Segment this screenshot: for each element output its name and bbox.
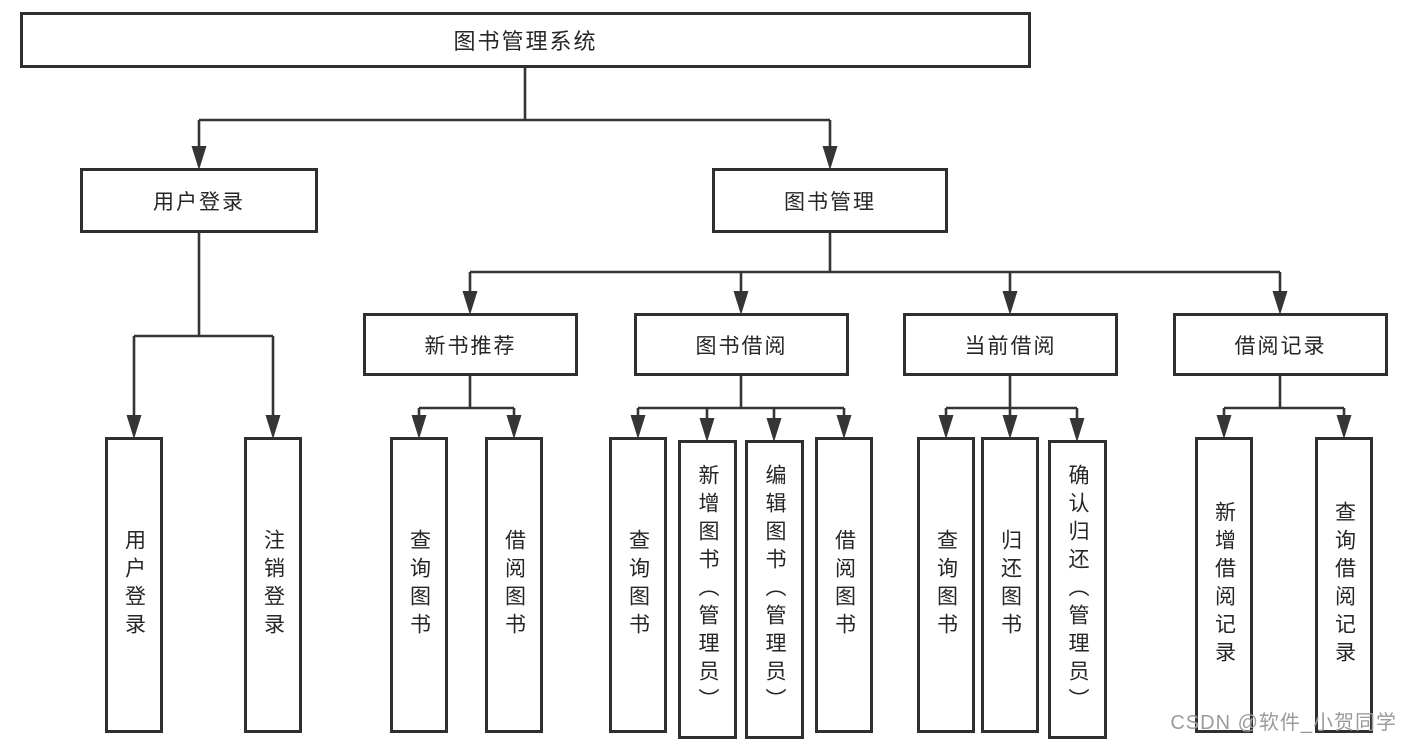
leaf-query-books-current-label: 查询图书 [934, 529, 958, 641]
leaf-add-books-admin: 新增图书（管理员） [678, 440, 737, 739]
leaf-borrow-books-recommend: 借阅图书 [485, 437, 543, 733]
leaf-confirm-return-admin-label: 确认归还（管理员） [1066, 463, 1089, 716]
leaf-return-books: 归还图书 [981, 437, 1039, 733]
leaf-query-books-borrow-label: 查询图书 [626, 529, 650, 641]
leaf-edit-books-admin-label: 编辑图书（管理员） [763, 463, 786, 716]
leaf-borrow-books-recommend-label: 借阅图书 [502, 529, 526, 641]
connector-paths [132, 68, 1346, 419]
leaf-logout-label: 注销登录 [261, 529, 285, 641]
leaf-query-borrow-record-label: 查询借阅记录 [1332, 501, 1356, 669]
leaf-user-login-label: 用户登录 [122, 529, 146, 641]
leaf-query-borrow-record: 查询借阅记录 [1315, 437, 1373, 733]
node-root-system: 图书管理系统 [20, 12, 1031, 68]
leaf-logout: 注销登录 [244, 437, 302, 733]
leaf-query-books-borrow: 查询图书 [609, 437, 667, 733]
leaf-borrow-books-label: 借阅图书 [832, 529, 856, 641]
leaf-user-login: 用户登录 [105, 437, 163, 733]
leaf-confirm-return-admin: 确认归还（管理员） [1048, 440, 1107, 739]
leaf-query-books-recommend: 查询图书 [390, 437, 448, 733]
node-current-borrow: 当前借阅 [903, 313, 1118, 376]
node-book-borrow: 图书借阅 [634, 313, 849, 376]
node-borrow-records: 借阅记录 [1173, 313, 1388, 376]
leaf-query-books-recommend-label: 查询图书 [407, 529, 431, 641]
leaf-edit-books-admin: 编辑图书（管理员） [745, 440, 804, 739]
leaf-query-books-current: 查询图书 [917, 437, 975, 733]
leaf-add-books-admin-label: 新增图书（管理员） [696, 463, 719, 716]
csdn-watermark: CSDN @软件_小贺同学 [1170, 712, 1397, 734]
node-user-login: 用户登录 [80, 168, 318, 233]
leaf-borrow-books: 借阅图书 [815, 437, 873, 733]
arrowhead-icons [126, 146, 1352, 442]
leaf-add-borrow-record-label: 新增借阅记录 [1212, 501, 1236, 669]
node-book-management: 图书管理 [712, 168, 948, 233]
leaf-return-books-label: 归还图书 [998, 529, 1022, 641]
node-new-book-recommend: 新书推荐 [363, 313, 578, 376]
leaf-add-borrow-record: 新增借阅记录 [1195, 437, 1253, 733]
